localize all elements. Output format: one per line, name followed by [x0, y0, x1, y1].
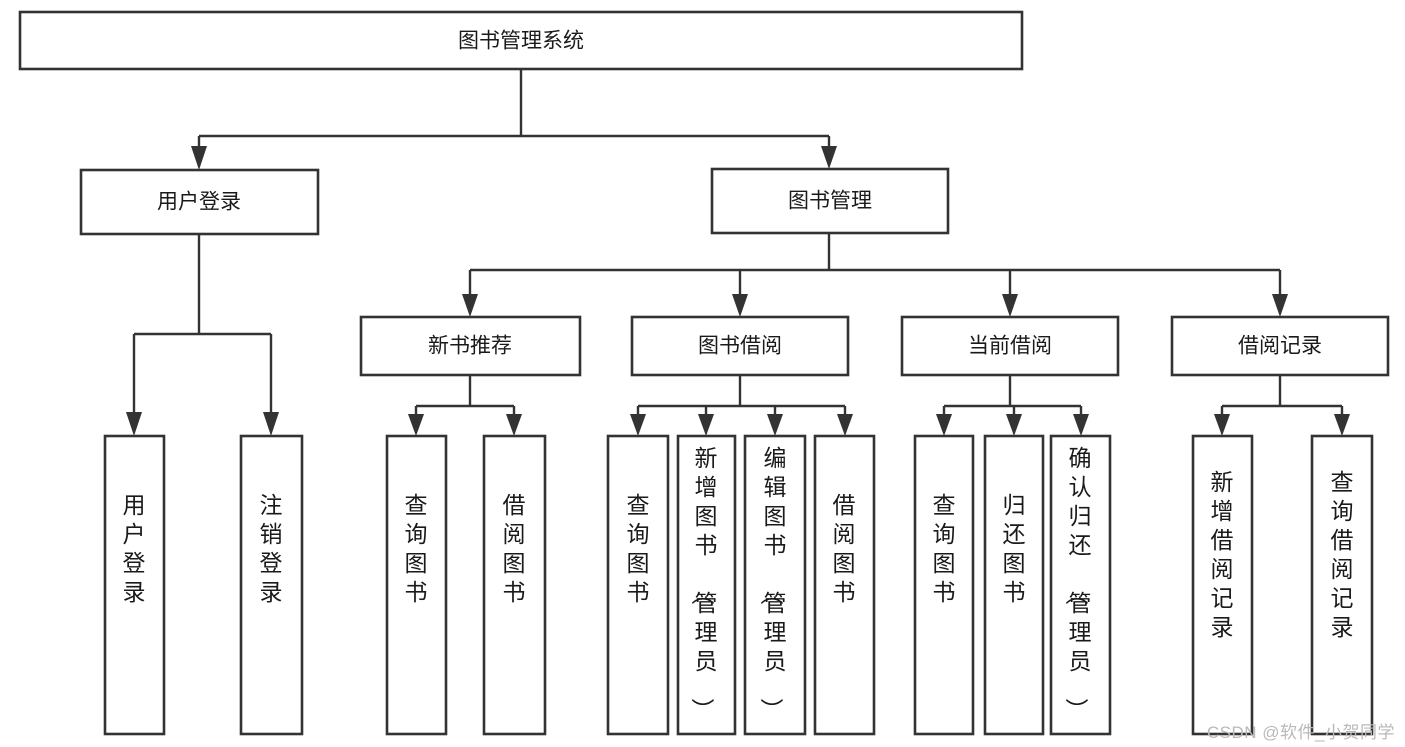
node-leaf-confirm-return-label: 确认归还（管理员） [1064, 445, 1092, 721]
node-leaf-query-borrow-record-box[interactable] [1310, 434, 1374, 736]
node-leaf-edit-book-label: 编辑图书（管理员） [759, 445, 787, 721]
node-leaf-add-borrow-record-box[interactable] [1191, 434, 1254, 736]
node-leaf-query-book-borrow[interactable]: 查询图书 [606, 434, 670, 736]
arrow-head-leaf-borrow-book-recommend [506, 414, 522, 436]
arrow-head-leaf-borrow-book [837, 414, 853, 436]
node-user-login-box[interactable] [79, 168, 320, 236]
node-book-borrow-label: 图书借阅 [698, 335, 782, 358]
arrow-head-leaf-query-borrow-record [1334, 414, 1350, 436]
node-leaf-query-book-recommend-label: 查询图书 [405, 492, 428, 605]
node-leaf-query-book-current-label: 查询图书 [933, 492, 956, 605]
node-leaf-borrow-book-recommend-label: 借阅图书 [503, 492, 526, 605]
node-leaf-query-book-borrow-box[interactable] [606, 434, 670, 736]
node-leaf-logout-login-label: 注销登录 [260, 492, 283, 605]
arrow-head-new-book-recommend [462, 294, 478, 317]
node-leaf-logout-login[interactable]: 注销登录 [239, 434, 304, 736]
leaf-layer: 用户登录 注销登录 查询图书 借阅图书 查询图书 新增图书（管理员） [103, 434, 1374, 736]
arrow-head-leaf-logout-login [263, 412, 279, 436]
arrow-head-book-borrow [732, 294, 748, 317]
node-book-borrow-box[interactable] [630, 315, 850, 377]
node-borrow-record-box[interactable] [1170, 315, 1390, 377]
arrow-head-leaf-add-book [698, 414, 714, 436]
node-book-manage-label: 图书管理 [788, 190, 872, 213]
node-leaf-query-book-recommend[interactable]: 查询图书 [385, 434, 448, 736]
arrow-head-leaf-confirm-return [1073, 414, 1089, 436]
node-leaf-borrow-book-recommend[interactable]: 借阅图书 [482, 434, 547, 736]
node-current-borrow-box[interactable] [900, 315, 1120, 377]
node-leaf-add-book-box[interactable] [676, 434, 737, 736]
node-book-manage-box[interactable] [710, 167, 950, 235]
node-leaf-query-book-current[interactable]: 查询图书 [913, 434, 975, 736]
node-leaf-query-borrow-record-label: 查询借阅记录 [1331, 469, 1354, 640]
watermark-text: CSDN @软件_小贺同学 [1206, 723, 1395, 742]
node-leaf-user-login-box[interactable] [103, 434, 166, 736]
arrow-head-leaf-return-book [1006, 414, 1022, 436]
node-leaf-return-book[interactable]: 归还图书 [983, 434, 1045, 736]
node-new-book-recommend-box[interactable] [359, 315, 582, 377]
node-leaf-user-login-label: 用户登录 [123, 492, 146, 605]
connector-layer [126, 69, 1350, 436]
node-leaf-query-book-recommend-box[interactable] [385, 434, 448, 736]
node-user-login[interactable]: 用户登录 [79, 168, 320, 236]
arrow-head-borrow-record [1272, 294, 1288, 317]
node-new-book-recommend[interactable]: 新书推荐 [359, 315, 582, 377]
node-book-borrow[interactable]: 图书借阅 [630, 315, 850, 377]
node-leaf-confirm-return-box[interactable] [1049, 434, 1112, 736]
node-leaf-edit-book[interactable]: 编辑图书（管理员） [743, 434, 807, 736]
node-root-label: 图书管理系统 [458, 30, 584, 53]
node-leaf-confirm-return[interactable]: 确认归还（管理员） [1049, 434, 1112, 736]
node-current-borrow[interactable]: 当前借阅 [900, 315, 1120, 377]
node-leaf-add-book[interactable]: 新增图书（管理员） [676, 434, 737, 736]
node-borrow-record[interactable]: 借阅记录 [1170, 315, 1390, 377]
node-current-borrow-label: 当前借阅 [968, 335, 1052, 358]
arrow-head-leaf-edit-book [767, 414, 783, 436]
node-leaf-borrow-book-recommend-box[interactable] [482, 434, 547, 736]
node-leaf-return-book-box[interactable] [983, 434, 1045, 736]
arrow-head-book-manage [821, 146, 837, 169]
arrow-head-current-borrow [1002, 294, 1018, 317]
node-leaf-add-borrow-record-label: 新增借阅记录 [1211, 469, 1234, 640]
node-leaf-query-book-borrow-label: 查询图书 [627, 492, 650, 605]
node-leaf-logout-login-box[interactable] [239, 434, 304, 736]
node-leaf-add-borrow-record[interactable]: 新增借阅记录 [1191, 434, 1254, 736]
node-new-book-recommend-label: 新书推荐 [428, 335, 512, 358]
arrow-head-leaf-user-login [126, 412, 142, 436]
arrow-head-leaf-query-book-recommend [408, 414, 424, 436]
node-leaf-query-book-current-box[interactable] [913, 434, 975, 736]
arrow-head-leaf-query-book-borrow [630, 414, 646, 436]
node-root-box[interactable] [18, 10, 1024, 71]
arrow-head-user-login [191, 146, 207, 170]
node-leaf-edit-book-box[interactable] [743, 434, 807, 736]
node-book-manage[interactable]: 图书管理 [710, 167, 950, 235]
node-leaf-borrow-book-label: 借阅图书 [833, 492, 856, 605]
arrow-head-leaf-query-book-current [936, 414, 952, 436]
node-leaf-borrow-book[interactable]: 借阅图书 [813, 434, 876, 736]
node-leaf-query-borrow-record[interactable]: 查询借阅记录 [1310, 434, 1374, 736]
node-user-login-label: 用户登录 [157, 191, 241, 214]
node-leaf-borrow-book-box[interactable] [813, 434, 876, 736]
node-leaf-return-book-label: 归还图书 [1003, 492, 1026, 605]
arrow-head-leaf-add-borrow-record [1214, 414, 1230, 436]
node-leaf-add-book-label: 新增图书（管理员） [690, 445, 718, 721]
node-borrow-record-label: 借阅记录 [1238, 335, 1322, 358]
node-root[interactable]: 图书管理系统 [18, 10, 1024, 71]
node-leaf-user-login[interactable]: 用户登录 [103, 434, 166, 736]
